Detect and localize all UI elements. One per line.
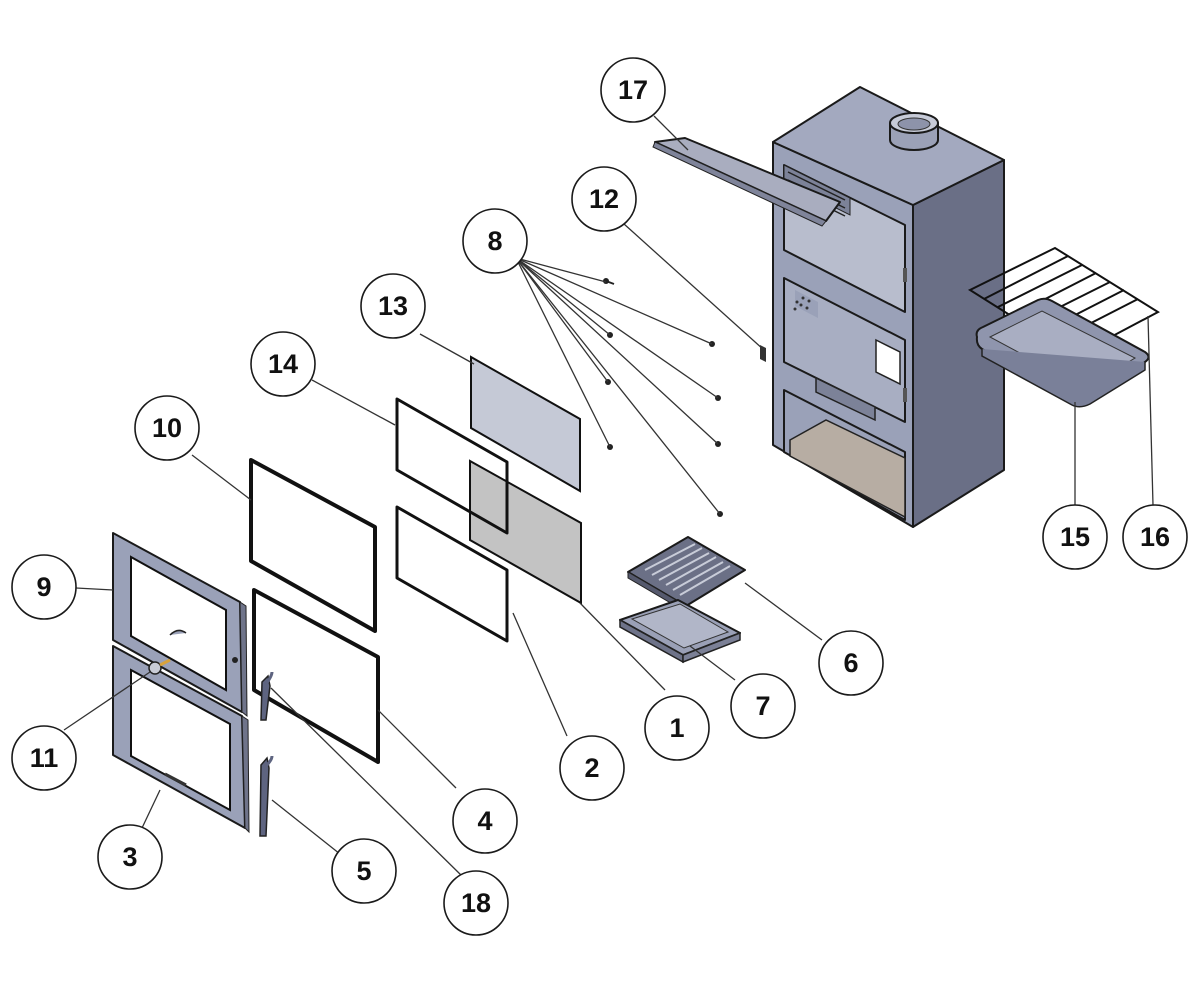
callout-1-label: 1 — [669, 713, 684, 743]
part-7-ash-pan — [619, 599, 741, 664]
callout-3-label: 3 — [122, 842, 137, 872]
stove-body — [772, 86, 1005, 528]
part-10-upper-door-gasket — [249, 458, 377, 633]
callout-13: 13 — [360, 273, 426, 339]
part-5-lower-hinge — [259, 755, 274, 837]
stove-top-panel — [772, 86, 1005, 206]
part-4-lower-door-gasket — [252, 588, 380, 764]
part-1-lower-glass — [469, 459, 582, 605]
callout-8-label: 8 — [487, 226, 502, 256]
flue-collar — [889, 112, 939, 151]
callout-14-label: 14 — [268, 349, 298, 379]
callout-4-label: 4 — [477, 806, 492, 836]
callout-15: 15 — [1042, 504, 1108, 570]
callout-12-label: 12 — [589, 184, 619, 214]
part-15-oven-tray — [975, 297, 1150, 408]
callout-11: 11 — [11, 725, 77, 791]
callout-9: 9 — [11, 554, 77, 620]
callout-4: 4 — [452, 788, 518, 854]
callout-5-label: 5 — [356, 856, 371, 886]
part-12-latch-catch — [760, 345, 766, 362]
part-13-upper-glass — [470, 355, 581, 493]
callout-18: 18 — [443, 870, 509, 936]
callout-7-label: 7 — [755, 691, 770, 721]
callout-11-label: 11 — [30, 743, 59, 773]
callout-3: 3 — [97, 824, 163, 890]
part-17-baffle — [652, 137, 841, 227]
air-holes — [793, 296, 811, 311]
callout-8: 8 — [462, 208, 528, 274]
callout-9-label: 9 — [36, 572, 51, 602]
part-18-upper-hinge — [260, 671, 274, 721]
callout-5: 5 — [331, 838, 397, 904]
part-6-grate — [627, 536, 746, 613]
callout-10: 10 — [134, 395, 200, 461]
callout-16-label: 16 — [1140, 522, 1170, 552]
leader-lines — [63, 115, 1154, 878]
callout-14: 14 — [250, 331, 316, 397]
callout-16: 16 — [1122, 504, 1188, 570]
callout-15-label: 15 — [1060, 522, 1090, 552]
firebrick-floor — [789, 419, 906, 519]
callout-6: 6 — [818, 630, 884, 696]
part-11-handle — [148, 658, 171, 675]
part-9-upper-door — [112, 532, 248, 718]
callout-17: 17 — [600, 57, 666, 123]
part-2-lower-glass-gasket — [395, 505, 509, 643]
part-8-screws — [603, 278, 723, 517]
callout-18-label: 18 — [461, 888, 491, 918]
callout-13-label: 13 — [378, 291, 408, 321]
callout-10-label: 10 — [152, 413, 182, 443]
callout-12: 12 — [571, 166, 637, 232]
callout-6-label: 6 — [843, 648, 858, 678]
part-14-upper-glass-gasket — [395, 397, 509, 535]
callout-7: 7 — [730, 673, 796, 739]
callout-2: 2 — [559, 735, 625, 801]
callout-2-label: 2 — [584, 753, 599, 783]
callout-1: 1 — [644, 695, 710, 761]
callout-17-label: 17 — [618, 75, 648, 105]
part-3-lower-door — [112, 645, 250, 834]
